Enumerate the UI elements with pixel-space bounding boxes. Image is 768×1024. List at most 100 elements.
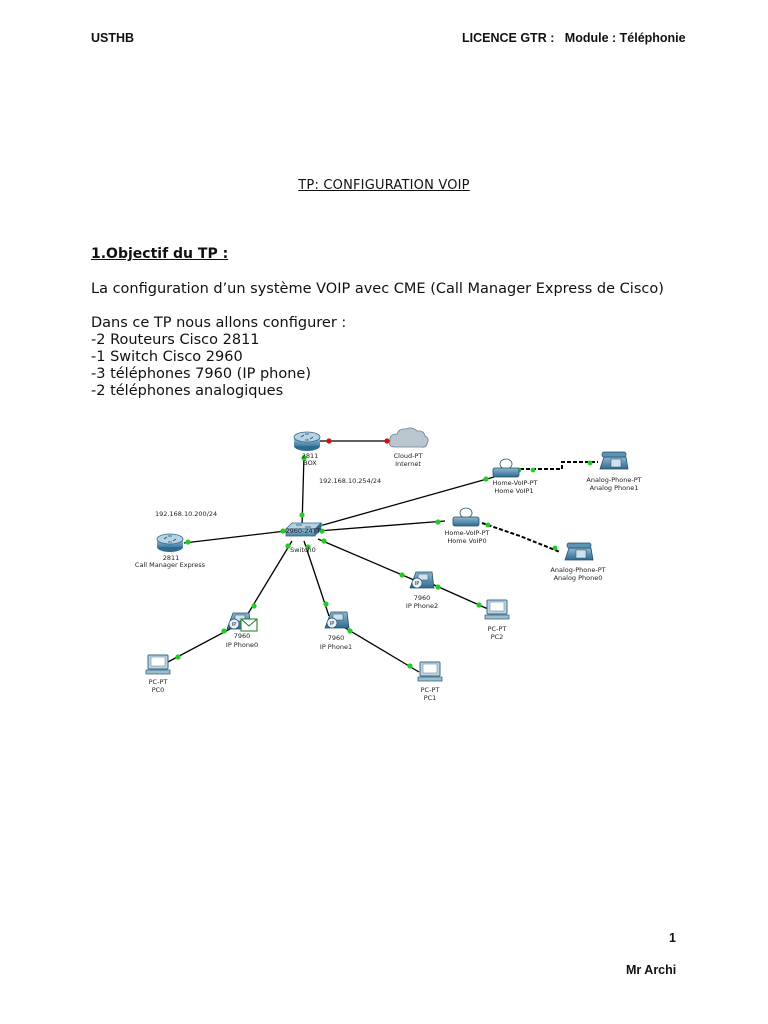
ip-phone0-name: IP Phone0: [226, 641, 258, 649]
ip-badge: IP: [330, 621, 335, 627]
port-up-dot: [305, 544, 311, 550]
pc2: [484, 599, 510, 620]
port-down-dot: [384, 438, 390, 444]
cloud-model: Cloud-PT: [394, 452, 423, 460]
header-institution: USTHB: [91, 31, 135, 45]
port-up-dot: [221, 628, 227, 634]
analog-phone0: [564, 542, 594, 561]
link-switch-homevoip0: [317, 520, 446, 532]
analog-phone1-name: Analog Phone1: [590, 484, 639, 492]
home-voip0: [452, 507, 480, 527]
analog-phone1-model: Analog-Phone-PT: [586, 476, 641, 484]
port-up-dot: [483, 476, 489, 482]
home-voip1: [492, 458, 520, 478]
intro-paragraph: La configuration d’un système VOIP avec …: [91, 281, 664, 297]
analog-phone0-model: Analog-Phone-PT: [550, 566, 605, 574]
list-intro: Dans ce TP nous allons configurer :: [91, 315, 347, 331]
ip-badge: IP: [415, 581, 420, 587]
home-voip0-name: Home VoIP0: [447, 537, 486, 545]
pc-icon: [484, 599, 510, 620]
page-number: 1: [669, 931, 676, 945]
pc1-name: PC1: [424, 694, 437, 702]
link-ipphone1-pc1: [341, 625, 420, 673]
router-icon: [293, 431, 321, 451]
port-up-dot: [552, 545, 558, 551]
port-up-dot: [530, 467, 536, 473]
box-ip-label: 192.168.10.254/24: [319, 477, 381, 485]
port-up-dot: [435, 519, 441, 525]
router-box-model: 2811: [302, 452, 319, 460]
router-box-name: BOX: [303, 459, 317, 467]
ip-phone0-model: 7960: [234, 632, 251, 640]
home-voip0-model: Home-VoIP-PT: [444, 529, 489, 537]
ip-phone1: IP: [324, 611, 350, 629]
port-up-dot: [321, 538, 327, 544]
router-cme: 2811 Call Manager Express: [135, 533, 206, 569]
home-voip1-name: Home VoIP1: [494, 487, 533, 495]
cloud-name: Internet: [395, 460, 421, 468]
port-up-dot: [299, 512, 305, 518]
link-homevoip1-analog1: [514, 461, 598, 470]
ip-phone2-name: IP Phone2: [406, 602, 438, 610]
cloud-icon: [389, 427, 429, 448]
pc1-model: PC-PT: [421, 686, 440, 694]
home-voip1-model: Home-VoIP-PT: [492, 479, 537, 487]
list-item: -3 téléphones 7960 (IP phone): [91, 366, 311, 382]
port-up-dot: [185, 539, 191, 545]
document-title-text: TP: CONFIGURATION VOIP: [298, 178, 470, 193]
port-up-dot: [435, 584, 441, 590]
pc2-name: PC2: [491, 633, 504, 641]
switch-icon: [285, 522, 322, 537]
ip-phone-icon: [409, 571, 435, 589]
port-up-dot: [301, 455, 307, 461]
ip-phone2: IP: [409, 571, 435, 589]
analog-phone1: [599, 451, 629, 470]
port-up-dot: [476, 602, 482, 608]
router-icon: [156, 533, 184, 552]
port-down-dot: [326, 438, 332, 444]
pc1: [417, 661, 443, 682]
equipment-list: Dans ce TP nous allons configurer : -2 R…: [91, 315, 346, 400]
pc0-model: PC-PT: [149, 678, 168, 686]
port-indicators: [175, 438, 593, 669]
analog-phone-icon: [599, 451, 629, 470]
port-up-dot: [407, 663, 413, 669]
pc0: [145, 654, 171, 675]
list-item: -2 Routeurs Cisco 2811: [91, 332, 260, 348]
document-title: TP: CONFIGURATION VOIP: [0, 178, 768, 193]
ip-phone1-model: 7960: [328, 634, 345, 642]
link-switch-ipphone2: [317, 538, 415, 581]
switch-model: 2960-24TT: [286, 527, 321, 535]
port-up-dot: [347, 628, 353, 634]
ip-phone2-model: 7960: [414, 594, 431, 602]
port-up-dot: [485, 522, 491, 528]
port-up-dot: [251, 603, 257, 609]
port-up-dot: [175, 654, 181, 660]
pc2-model: PC-PT: [488, 625, 507, 633]
analog-phone-icon: [564, 542, 594, 561]
link-homevoip0-analog0: [481, 522, 561, 553]
pc-icon: [145, 654, 171, 675]
ip-badge: IP: [232, 622, 237, 628]
router-box: 2811 BOX: [293, 431, 321, 467]
home-voip-icon: [452, 507, 480, 527]
envelope-icon: [240, 618, 258, 632]
ip-phone1-name: IP Phone1: [320, 643, 352, 651]
switch-2960: 2960-24TT Switch0: [285, 522, 322, 554]
router-cme-name: Call Manager Express: [135, 561, 206, 569]
link-switch-homevoip1: [315, 476, 495, 528]
pc0-name: PC0: [152, 686, 165, 694]
link-cme-switch: [183, 530, 287, 544]
port-up-dot: [399, 572, 405, 578]
switch-name: Switch0: [290, 546, 316, 554]
network-links: [165, 440, 598, 673]
author-name: Mr Archi: [626, 963, 677, 977]
ip-phone0: IP: [226, 612, 252, 630]
port-up-dot: [587, 460, 593, 466]
pc-icon: [417, 661, 443, 682]
router-cme-model: 2811: [163, 554, 180, 562]
header-course: LICENCE GTR : Module : Téléphonie: [462, 31, 686, 45]
header-course-text: LICENCE GTR : Module : Téléphonie: [462, 31, 686, 45]
list-item: -2 téléphones analogiques: [91, 383, 284, 399]
